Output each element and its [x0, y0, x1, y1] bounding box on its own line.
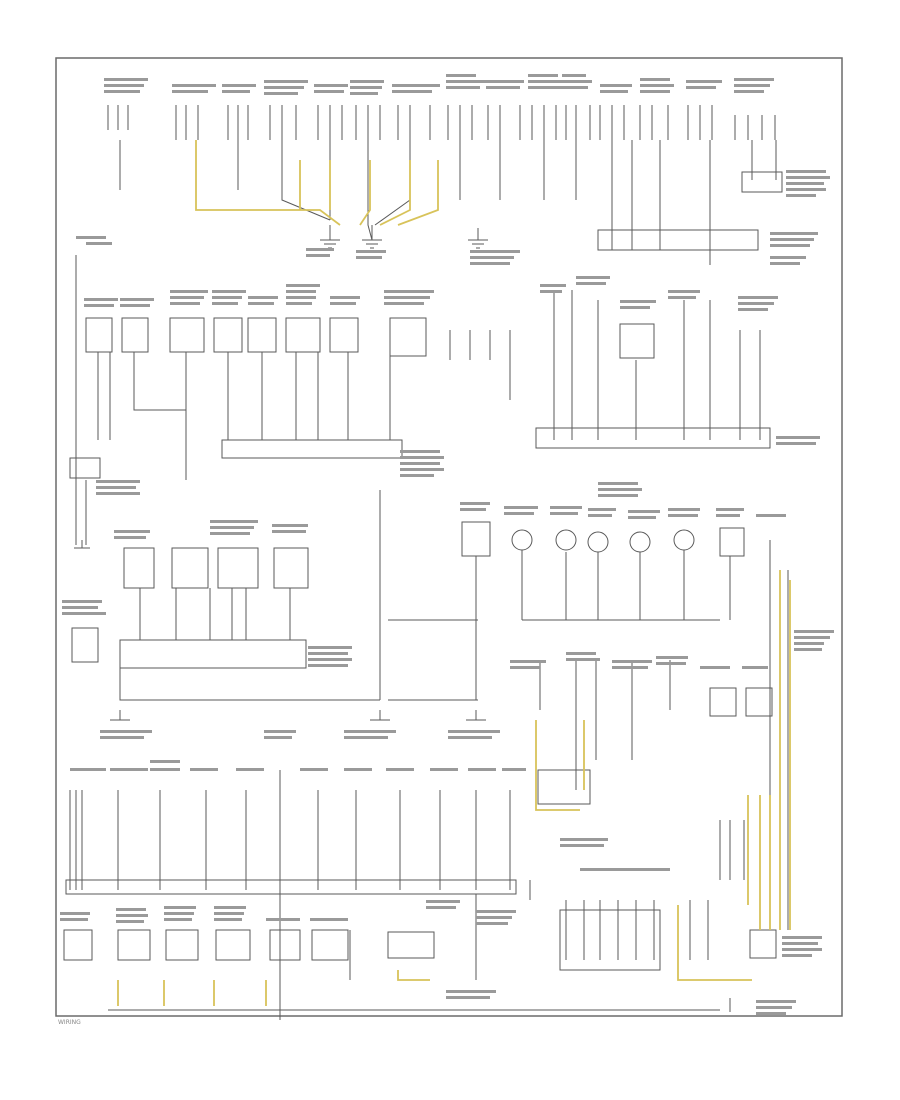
component-box-21 — [215, 929, 251, 961]
component-labels — [60, 74, 834, 1015]
ground-lower-2 — [370, 710, 390, 721]
connector-strip-left — [69, 457, 101, 479]
highlighted-wires — [117, 140, 791, 1006]
top-connector-row — [107, 105, 776, 140]
highlight-wire-top-left — [195, 140, 439, 226]
component-box-9 — [123, 547, 155, 589]
component-box-18 — [63, 929, 93, 961]
wire-top-5 — [367, 140, 373, 241]
component-box-15 — [71, 627, 99, 663]
ground-mid-left — [74, 540, 90, 549]
component-box-2 — [121, 317, 149, 353]
component-box-8 — [619, 323, 655, 359]
bus-bar-middle-left — [221, 439, 403, 459]
component-box-23 — [311, 929, 349, 961]
component-box-14 — [719, 527, 745, 557]
component-box-17 — [745, 687, 773, 717]
connector-ground-group — [63, 105, 789, 1020]
wire-top-3 — [281, 140, 331, 221]
diagram-frame — [55, 57, 843, 1017]
footer-code: WIRING — [58, 1019, 81, 1026]
component-box-7 — [329, 317, 359, 353]
component-box-6 — [285, 317, 321, 353]
component-box-16 — [709, 687, 737, 717]
lower-bus-bar — [65, 879, 517, 895]
component-box-3 — [169, 317, 205, 353]
connector-box-bottom-right — [749, 929, 777, 959]
highlight-wire-bottom-left — [117, 970, 430, 1006]
lamp-2 — [555, 529, 577, 551]
highlight-wire-bottom-right — [677, 570, 791, 981]
connector-block-top-right — [741, 171, 783, 193]
ground-top-left — [320, 225, 340, 249]
component-box-20 — [165, 929, 199, 961]
ecu-box — [537, 769, 591, 805]
component-box-22 — [269, 929, 301, 961]
component-box-10 — [171, 547, 209, 589]
component-box-12 — [273, 547, 309, 589]
component-box-19 — [117, 929, 151, 961]
ground-lower-1 — [110, 710, 130, 721]
ground-lower-3 — [466, 710, 486, 721]
highlight-wire-middle — [535, 720, 585, 811]
component-box-11 — [217, 547, 259, 589]
bus-bar-lower-left — [119, 639, 307, 669]
ground-top-right — [468, 228, 488, 249]
component-box-24 — [387, 931, 435, 959]
ground-top-center — [362, 225, 382, 249]
component-box-relay — [389, 317, 427, 357]
connector-grid-bottom-right — [559, 909, 661, 971]
bus-bar-middle-right — [535, 427, 771, 449]
connector-strip-top-right — [597, 229, 759, 251]
component-box-1 — [85, 317, 113, 353]
